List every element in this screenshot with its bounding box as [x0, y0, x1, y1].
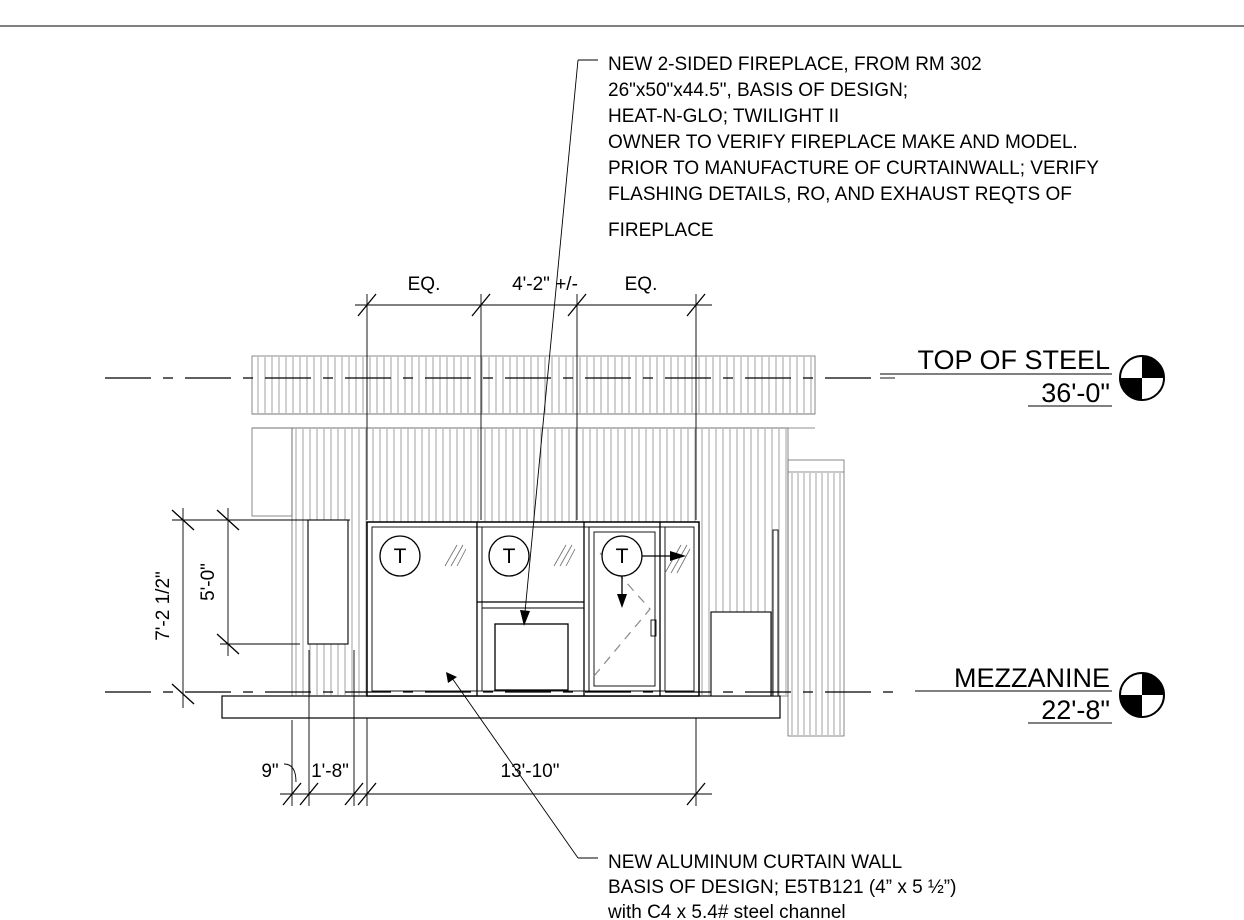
dim-eq-right: EQ. [625, 274, 658, 295]
svg-text:FIREPLACE: FIREPLACE [608, 220, 714, 241]
curtain-wall [366, 521, 700, 697]
level-marker-mezzanine: MEZZANINE 22'-8" [915, 663, 1165, 725]
svg-text:with C4 x 5.4# steel channel: with C4 x 5.4# steel channel [607, 902, 846, 920]
wall-vent-panel [710, 611, 772, 697]
floor-slab [221, 695, 781, 719]
dim-eq-left: EQ. [408, 274, 441, 295]
right-wall-return [787, 459, 845, 737]
dim-offset-1-8: 1'-8" [311, 761, 349, 782]
type-tag-3: T [601, 535, 643, 577]
level-elevation: 36'-0" [1041, 378, 1110, 408]
level-name: MEZZANINE [954, 663, 1110, 693]
operation-arrows [617, 551, 686, 608]
svg-text:BASIS OF DESIGN; E5TB121 (4” x: BASIS OF DESIGN; E5TB121 (4” x 5 ½”) [608, 877, 956, 898]
svg-text:T: T [616, 545, 629, 568]
svg-text:HEAT-N-GLO; TWILIGHT II: HEAT-N-GLO; TWILIGHT II [608, 106, 839, 127]
svg-text:26"x50"x44.5", BASIS OF DESIGN: 26"x50"x44.5", BASIS OF DESIGN; [608, 80, 908, 101]
curtain-wall-leader [446, 672, 598, 859]
door-handle [650, 619, 657, 637]
left-wall-column [251, 427, 293, 517]
svg-text:PRIOR TO MANUFACTURE OF CURTAI: PRIOR TO MANUFACTURE OF CURTAINWALL; VER… [608, 158, 1099, 179]
dim-width-total: 13'-10" [501, 761, 560, 782]
type-tag-2: T [488, 535, 530, 577]
level-marker-top-of-steel: TOP OF STEEL 36'-0" [880, 345, 1165, 408]
door-leaf [588, 526, 661, 692]
roof-parapet [251, 355, 816, 429]
bottom-dimension-string: 9" 1'-8" 13'-10" [261, 650, 712, 806]
level-name: TOP OF STEEL [917, 345, 1110, 375]
svg-text:NEW ALUMINUM CURTAIN WALL: NEW ALUMINUM CURTAIN WALL [608, 852, 902, 873]
svg-text:T: T [503, 545, 516, 568]
dim-height-total: 7'-2 1/2" [153, 571, 174, 641]
top-dimension-string: EQ. 4'-2" +/- EQ. [355, 274, 712, 520]
svg-text:OWNER TO VERIFY FIREPLACE MAKE: OWNER TO VERIFY FIREPLACE MAKE AND MODEL… [608, 132, 1078, 153]
type-tag-1: T [379, 535, 421, 577]
dim-height-window: 5'-0" [198, 563, 219, 601]
door-swing [593, 552, 651, 677]
svg-text:T: T [394, 545, 407, 568]
left-dimension-string: 7'-2 1/2" 5'-0" [153, 508, 350, 708]
downspout [772, 529, 779, 697]
fireplace-box [494, 623, 569, 691]
svg-text:FLASHING DETAILS, RO, AND EXH: FLASHING DETAILS, RO, AND EXHAUST REQTS … [608, 184, 1072, 205]
fireplace-note: NEW 2-SIDED FIREPLACE, FROM RM 302 26"x5… [608, 54, 1099, 241]
level-elevation: 22'-8" [1041, 695, 1110, 725]
dim-offset-9: 9" [261, 761, 278, 782]
curtain-wall-note: NEW ALUMINUM CURTAIN WALL BASIS OF DESIG… [607, 852, 956, 920]
dim-fireplace-width: 4'-2" +/- [512, 274, 578, 295]
utility-panel [307, 519, 349, 645]
svg-text:NEW 2-SIDED FIREPLACE, FROM RM: NEW 2-SIDED FIREPLACE, FROM RM 302 [608, 54, 982, 75]
fireplace-leader [520, 59, 598, 626]
